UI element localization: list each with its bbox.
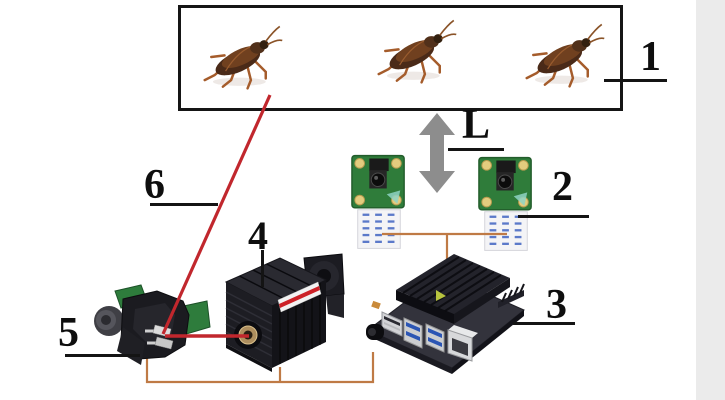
usb-ports	[381, 311, 445, 353]
distance-arrow-icon	[419, 113, 455, 193]
label-camera-pair-leader-line	[518, 215, 589, 218]
ethernet-port	[447, 325, 478, 362]
label-camera-distance: L	[462, 102, 491, 148]
warning-sticker	[277, 281, 322, 313]
camera-wire	[382, 232, 507, 263]
label-galvo-scanner-leader-line	[65, 354, 140, 357]
label-arena: 1	[640, 34, 661, 80]
label-camera-pair: 2	[552, 164, 573, 210]
label-camera-distance-underline	[448, 148, 504, 151]
label-galvo-scanner: 5	[58, 310, 79, 356]
label-laser-module: 4	[248, 213, 268, 258]
frame-edge-strip	[696, 0, 725, 400]
pi-camera-module-image	[478, 156, 532, 252]
pin-header	[498, 283, 525, 308]
laser-diode-module-image	[224, 253, 345, 372]
barrel-jack	[366, 300, 384, 340]
cockroach-image	[203, 25, 284, 90]
label-laser-beam-leader-line	[150, 203, 218, 206]
cockroach-image	[377, 19, 458, 84]
label-arena-leader-line	[604, 79, 667, 82]
jetson-dev-board-image	[366, 254, 525, 374]
heatsink	[396, 254, 510, 324]
label-compute-board: 3	[546, 282, 567, 328]
galvo-mirror-image	[94, 284, 211, 365]
cooling-fan	[303, 253, 345, 318]
cockroach-image	[525, 23, 606, 88]
laser-beam-line	[161, 94, 272, 335]
label-laser-module-leader-line	[261, 250, 264, 287]
power-wire	[145, 352, 375, 384]
label-compute-board-leader-line	[513, 322, 575, 325]
label-laser-beam: 6	[144, 162, 165, 208]
